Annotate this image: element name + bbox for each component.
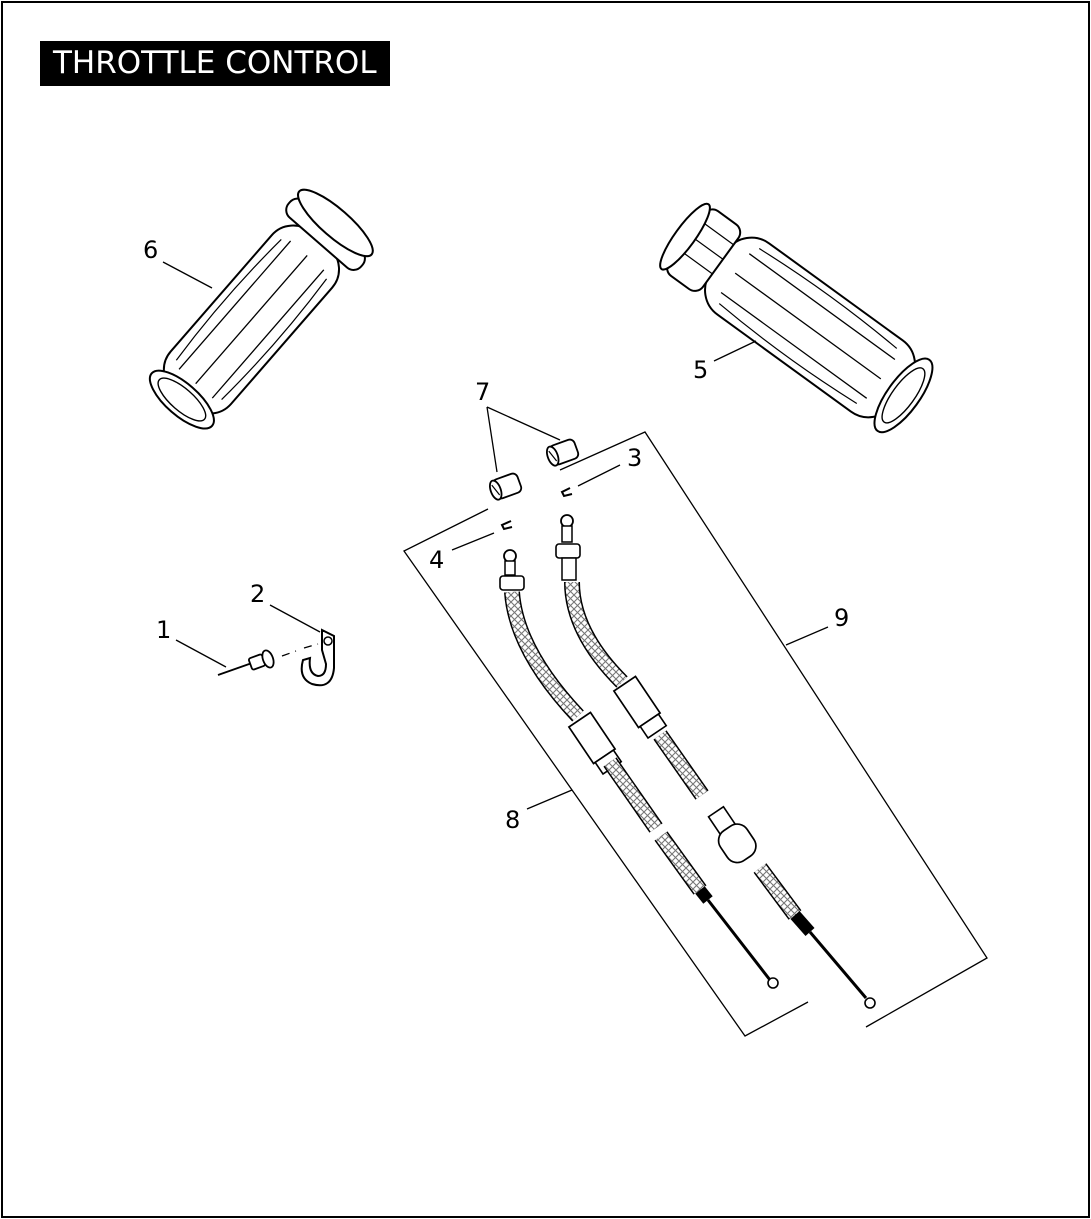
cable-clamp (300, 628, 335, 687)
cable-clip-lower (500, 520, 513, 531)
leader-line-6 (162, 261, 213, 289)
idle-cable (499, 549, 779, 989)
cable-group-bracket-9 (559, 431, 988, 1028)
leader-line-2 (269, 604, 321, 633)
callout-8: 8 (505, 806, 520, 834)
cable-clip-upper (560, 487, 573, 498)
callout-1: 1 (156, 616, 171, 644)
callout-5: 5 (693, 356, 708, 384)
left-hand-grip (148, 188, 374, 430)
throttle-cable (555, 514, 876, 1009)
leader-line-9 (785, 626, 829, 646)
leader-line-1 (175, 639, 227, 668)
callout-9: 9 (834, 604, 849, 632)
leader-line-7a (486, 406, 498, 473)
rivet (217, 643, 319, 676)
right-hand-grip (659, 202, 934, 434)
callout-6: 6 (143, 236, 158, 264)
cable-group-bracket-8 (403, 508, 809, 1037)
leader-line-8 (526, 789, 573, 810)
leader-line-5 (713, 340, 757, 362)
callout-7: 7 (475, 378, 490, 406)
leader-line-3 (577, 464, 621, 487)
callout-2: 2 (250, 580, 265, 608)
callout-4: 4 (429, 546, 444, 574)
callout-3: 3 (627, 444, 642, 472)
leader-line-4 (451, 532, 495, 551)
leader-line-7b (486, 406, 561, 441)
ferrule-lower (489, 472, 523, 501)
ferrule-upper (546, 438, 580, 467)
diagram-title: THROTTLE CONTROL (40, 41, 390, 86)
